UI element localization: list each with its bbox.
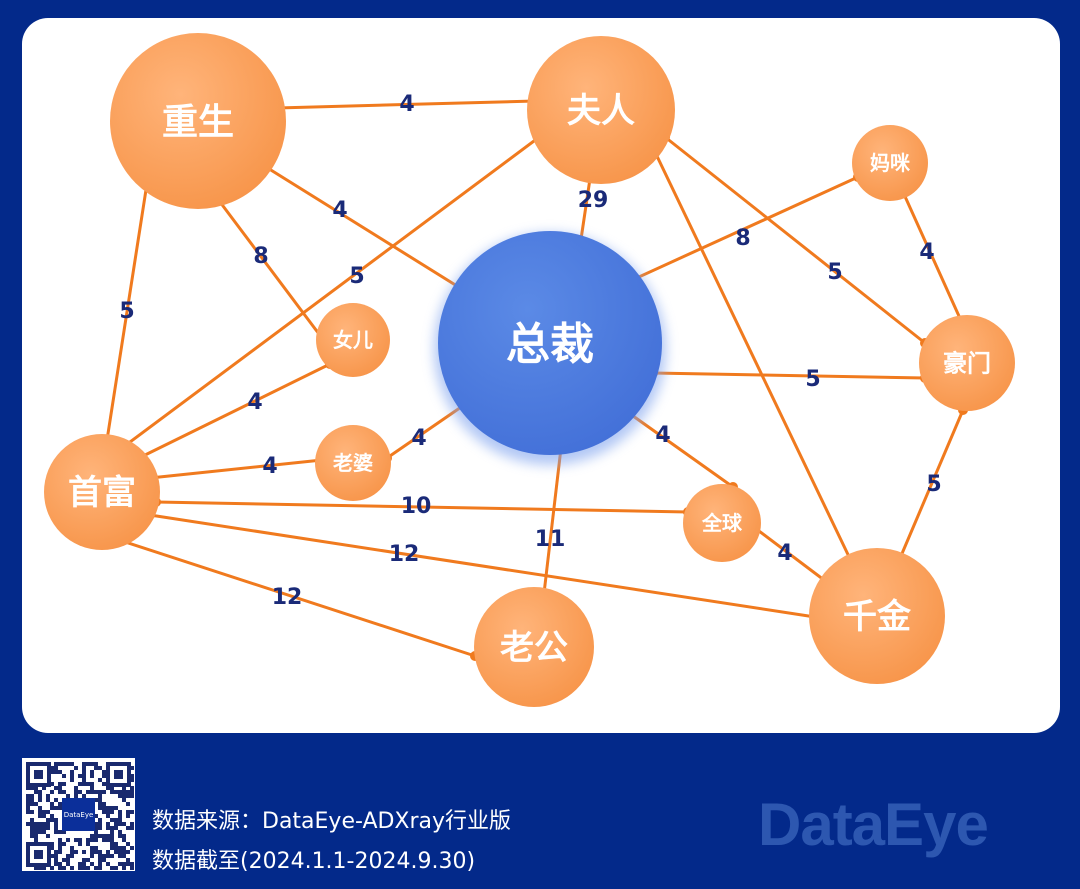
edge-weight-label: 5 [119, 299, 134, 324]
qr-center-logo: DataEye [62, 798, 95, 831]
edge-line [653, 151, 855, 566]
node-laogong[interactable]: 老公 [474, 587, 594, 707]
edge-weight-label: 4 [399, 92, 414, 117]
edge-line [896, 409, 965, 564]
node-zongcai[interactable]: 总裁 [434, 231, 666, 465]
edge-weight-label: 10 [401, 494, 432, 519]
edge-line [629, 175, 859, 283]
edge-line [149, 458, 323, 480]
node-label: 女儿 [333, 328, 373, 352]
edge-line [125, 133, 543, 447]
edge-line [664, 135, 926, 345]
edge-weight-label: 4 [262, 454, 277, 479]
edge-line [257, 160, 466, 293]
edge-weight-label: 11 [535, 527, 566, 552]
edge-line [105, 176, 150, 441]
edge-weight-label: 5 [349, 264, 364, 289]
edge-weight-label: 4 [919, 240, 934, 265]
edge-zongcai-laogong [538, 443, 566, 607]
node-circle [44, 434, 160, 550]
node-label: 妈咪 [870, 151, 911, 175]
qr-code[interactable]: DataEye [22, 758, 135, 871]
node-circle [474, 587, 594, 707]
node-label: 重生 [162, 102, 234, 143]
edge-weight-label: 4 [247, 390, 262, 415]
node-circle [809, 548, 945, 684]
edge-weight-label: 12 [389, 542, 420, 567]
edge-line [109, 535, 476, 658]
edge-weight-label: 4 [655, 423, 670, 448]
edge-line [578, 171, 593, 247]
edge-line [276, 99, 536, 110]
edge-line [625, 409, 734, 489]
node-label: 夫人 [567, 91, 635, 131]
edge-weight-label: 5 [827, 260, 842, 285]
node-shoufu[interactable]: 首富 [44, 434, 160, 550]
edge-weight-label: 4 [332, 198, 347, 223]
node-circle [852, 125, 928, 201]
node-circle [683, 484, 761, 562]
node-chongsheng[interactable]: 重生 [110, 33, 286, 209]
node-qianjin[interactable]: 千金 [809, 548, 945, 684]
edge-line [901, 191, 965, 326]
node-nver[interactable]: 女儿 [316, 303, 390, 377]
node-circle [316, 303, 390, 377]
edge-line [652, 371, 926, 380]
edge-zongcai-haomen [648, 368, 930, 383]
edge-line [155, 500, 689, 514]
node-circle [110, 33, 286, 209]
node-label: 豪门 [943, 350, 991, 378]
edge-laopo-shoufu [145, 455, 327, 483]
node-label: 全球 [701, 511, 743, 535]
edge-chongsheng-nver [212, 193, 327, 343]
node-circle [438, 231, 662, 455]
node-circle [919, 315, 1015, 411]
node-furen[interactable]: 夫人 [527, 36, 675, 184]
node-laopo[interactable]: 老婆 [315, 425, 391, 501]
edge-weight-label: 8 [253, 244, 268, 269]
node-label: 老婆 [333, 451, 373, 475]
edge-line [149, 513, 816, 619]
data-date-range-text: 数据截至(2024.1.1-2024.9.30) [152, 849, 476, 874]
edge-line [541, 447, 563, 603]
edge-nver-shoufu [136, 359, 335, 462]
edge-weight-label: 12 [272, 585, 303, 610]
node-label: 总裁 [506, 319, 594, 370]
edge-line [754, 526, 829, 585]
dataeye-logo: DataEye [758, 791, 989, 858]
data-source-text: 数据来源：DataEye-ADXray行业版 [152, 809, 512, 834]
node-circle [315, 425, 391, 501]
node-mami[interactable]: 妈咪 [852, 125, 928, 201]
node-label: 千金 [843, 597, 912, 637]
node-label: 老公 [500, 628, 568, 668]
edge-weight-label: 5 [805, 367, 820, 392]
edge-weight-label: 5 [926, 472, 941, 497]
edge-line [140, 362, 331, 459]
edge-weight-label: 29 [578, 188, 609, 213]
node-circle [527, 36, 675, 184]
edge-weight-label: 4 [411, 426, 426, 451]
edge-line [215, 197, 324, 339]
edge-weight-label: 8 [735, 226, 750, 251]
edge-weight-label: 4 [777, 541, 792, 566]
node-quanqiu[interactable]: 全球 [683, 484, 761, 562]
node-label: 首富 [68, 473, 136, 513]
node-haomen[interactable]: 豪门 [919, 315, 1015, 411]
qr-pattern [26, 762, 134, 870]
